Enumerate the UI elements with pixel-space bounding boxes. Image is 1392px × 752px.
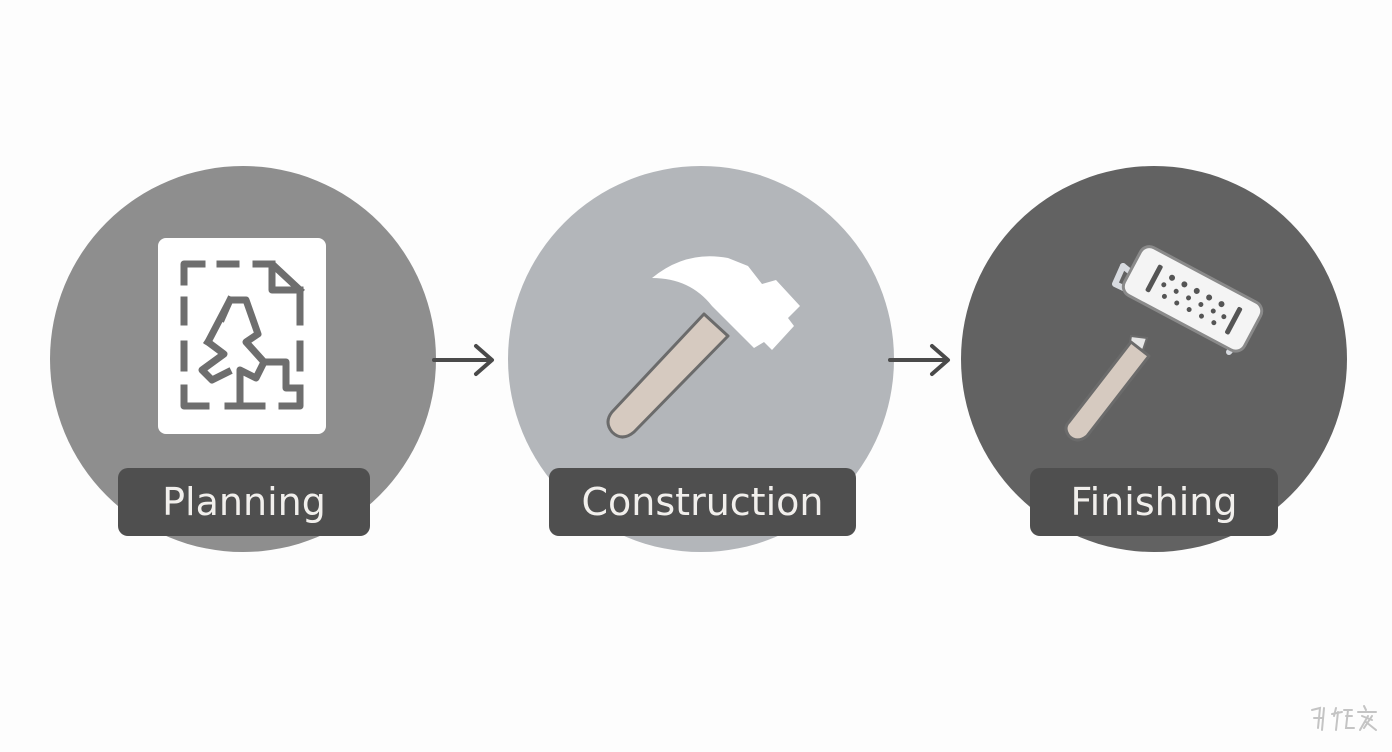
step-construction: Construction	[508, 166, 894, 552]
step-planning: Planning	[50, 166, 436, 552]
planning-label: Planning	[118, 468, 370, 536]
blueprint-icon	[158, 238, 326, 434]
step-finishing: Finishing	[961, 166, 1347, 552]
hammer-icon	[606, 256, 800, 439]
arrow-right-icon	[432, 344, 494, 376]
watermark-logo	[1311, 705, 1377, 731]
finishing-label: Finishing	[1030, 468, 1278, 536]
arrow-right-icon	[888, 344, 950, 376]
paint-roller-icon	[1064, 245, 1264, 442]
construction-label: Construction	[549, 468, 856, 536]
